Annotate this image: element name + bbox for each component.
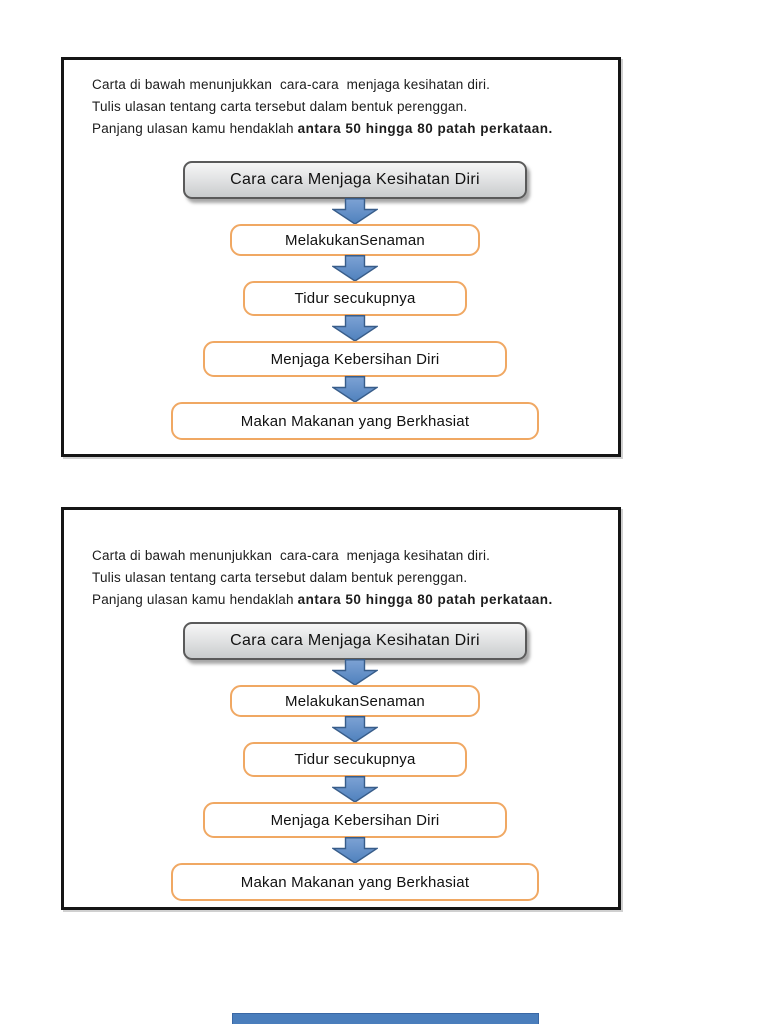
down-arrow-icon xyxy=(332,198,378,225)
flowchart-step-box: Tidur secukupnya xyxy=(243,742,467,777)
down-arrow-icon xyxy=(332,659,378,686)
flowchart-step-box: Makan Makanan yang Berkhasiat xyxy=(171,402,539,440)
instruction-line-2: Tulis ulasan tentang carta tersebut dala… xyxy=(92,570,468,585)
down-arrow-icon xyxy=(332,376,378,403)
instruction-line-3: Panjang ulasan kamu hendaklah antara 50 … xyxy=(92,589,604,611)
panel-content: Carta di bawah menunjukkan cara-cara men… xyxy=(64,510,618,901)
instruction-line-3-normal: Panjang ulasan kamu hendaklah xyxy=(92,121,298,136)
instructions-block: Carta di bawah menunjukkan cara-cara men… xyxy=(92,74,604,140)
instruction-line-3-bold: antara 50 hingga 80 patah perkataan. xyxy=(297,121,553,136)
down-arrow-icon xyxy=(332,776,378,803)
instruction-line-3: Panjang ulasan kamu hendaklah antara 50 … xyxy=(92,118,604,140)
partial-blue-element-fragment xyxy=(232,1013,539,1024)
flowchart-step-box: MelakukanSenaman xyxy=(230,224,480,256)
down-arrow-icon xyxy=(332,837,378,864)
instruction-line-3-bold: antara 50 hingga 80 patah perkataan. xyxy=(297,592,553,607)
health-care-flowchart: Cara cara Menjaga Kesihatan Diri Melakuk… xyxy=(99,161,611,440)
flowchart-step-box: Menjaga Kebersihan Diri xyxy=(203,802,507,838)
flowchart-title-box: Cara cara Menjaga Kesihatan Diri xyxy=(183,622,527,660)
flowchart-title-box: Cara cara Menjaga Kesihatan Diri xyxy=(183,161,527,199)
instruction-line-1: Carta di bawah menunjukkan cara-cara men… xyxy=(92,77,491,92)
instruction-line-2: Tulis ulasan tentang carta tersebut dala… xyxy=(92,99,468,114)
down-arrow-icon xyxy=(332,315,378,342)
instruction-line-1: Carta di bawah menunjukkan cara-cara men… xyxy=(92,548,491,563)
flowchart-step-box: Menjaga Kebersihan Diri xyxy=(203,341,507,377)
flowchart-step-box: Makan Makanan yang Berkhasiat xyxy=(171,863,539,901)
panel-content: Carta di bawah menunjukkan cara-cara men… xyxy=(64,60,618,440)
instructions-block: Carta di bawah menunjukkan cara-cara men… xyxy=(92,545,604,611)
worksheet-panel-2: Carta di bawah menunjukkan cara-cara men… xyxy=(61,507,621,910)
instruction-line-3-normal: Panjang ulasan kamu hendaklah xyxy=(92,592,298,607)
flowchart-step-box: MelakukanSenaman xyxy=(230,685,480,717)
down-arrow-icon xyxy=(332,716,378,743)
down-arrow-icon xyxy=(332,255,378,282)
flowchart-step-box: Tidur secukupnya xyxy=(243,281,467,316)
health-care-flowchart: Cara cara Menjaga Kesihatan Diri Melakuk… xyxy=(99,622,611,901)
worksheet-panel-1: Carta di bawah menunjukkan cara-cara men… xyxy=(61,57,621,457)
